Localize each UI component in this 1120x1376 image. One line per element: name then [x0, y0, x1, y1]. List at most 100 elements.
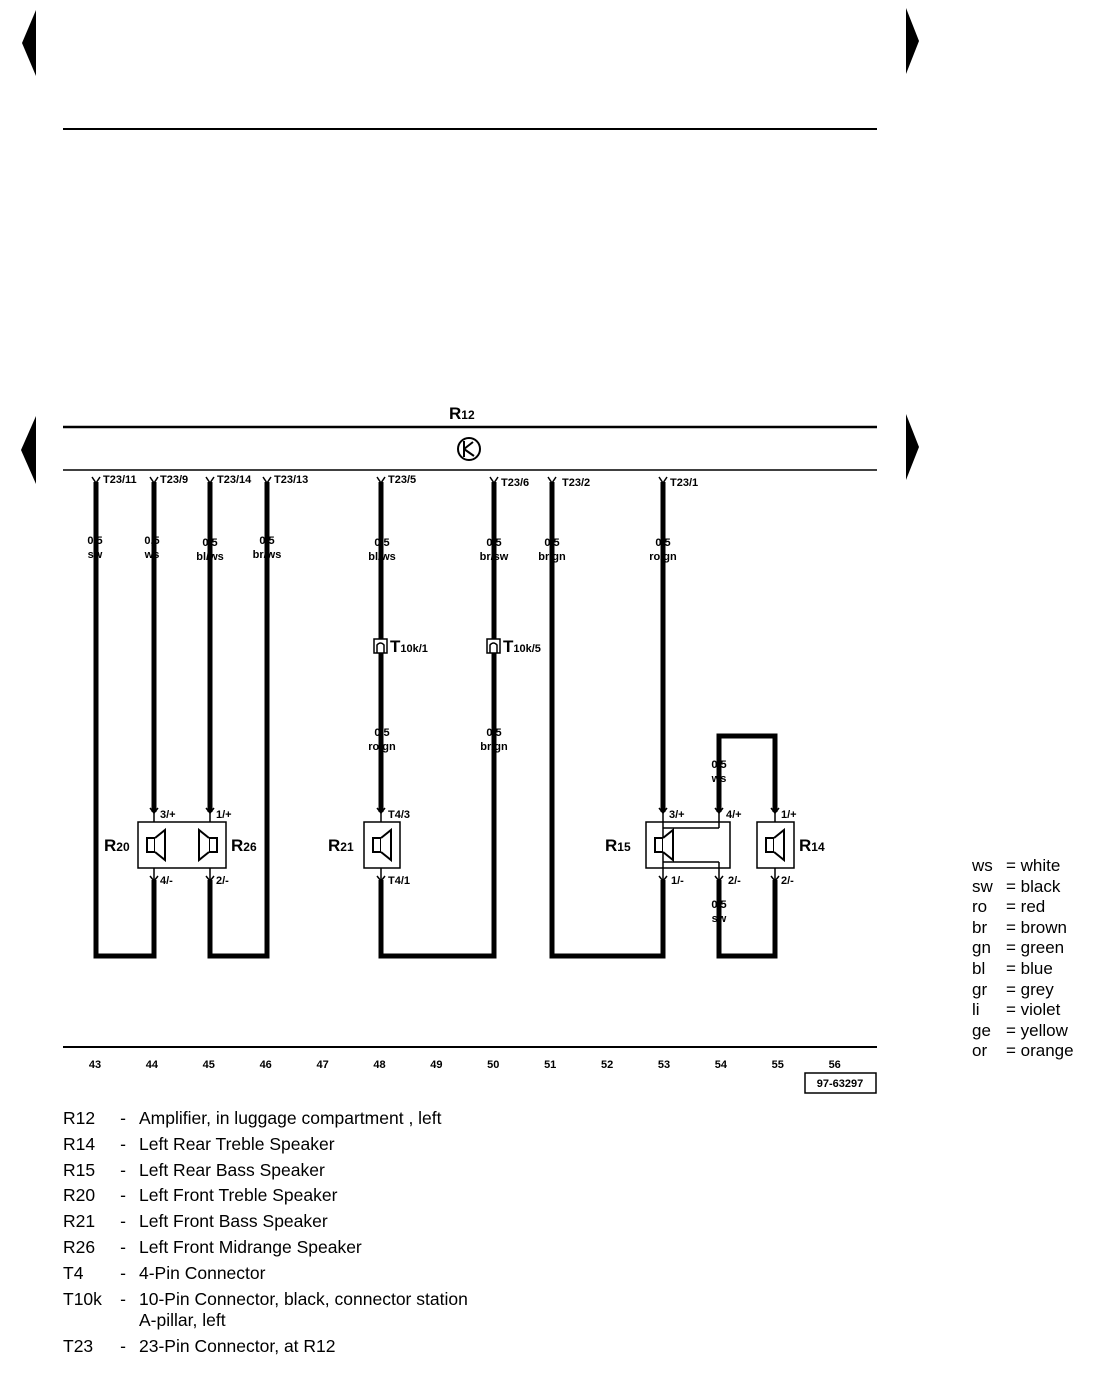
- component-code: R26: [63, 1236, 96, 1257]
- speaker-r21-label: R21: [328, 836, 354, 855]
- terminal-label: T23/9: [160, 474, 188, 486]
- amplifier-label: R12: [449, 404, 475, 423]
- speaker-r26-label: R26: [231, 836, 257, 855]
- color-code: br: [972, 917, 988, 937]
- component-description: 10-Pin Connector, black, connector stati…: [139, 1288, 468, 1309]
- svg-text:ro/gn: ro/gn: [649, 551, 677, 563]
- component-list-item: T4-4-Pin Connector: [63, 1261, 468, 1287]
- color-legend-row: ws= white: [972, 856, 1074, 877]
- svg-text:2/-: 2/-: [781, 875, 794, 887]
- column-number: 44: [146, 1059, 159, 1071]
- color-name: grey: [1020, 979, 1054, 999]
- color-code: gn: [972, 938, 991, 958]
- color-name: red: [1020, 897, 1046, 917]
- svg-text:2/-: 2/-: [728, 875, 741, 887]
- terminal-label: T23/2: [562, 477, 590, 489]
- component-code: R12: [63, 1108, 96, 1128]
- svg-text:bl/ws: bl/ws: [368, 551, 396, 563]
- color-legend-row: bl= blue: [972, 959, 1074, 980]
- speaker-r14-label: R14: [799, 836, 825, 855]
- color-legend-row: ge= yellow: [972, 1021, 1074, 1042]
- component-list-item: T23-23-Pin Connector, at R12: [63, 1334, 468, 1360]
- wire-brgn-51: [549, 482, 666, 959]
- connector-t10k-5: T10k/5: [486, 637, 541, 656]
- separator-dash: -: [120, 1211, 126, 1232]
- svg-text:br/ws: br/ws: [253, 549, 282, 561]
- color-legend-row: sw= black: [972, 877, 1074, 898]
- terminal-label: T23/14: [217, 474, 252, 486]
- color-name: green: [1020, 938, 1065, 958]
- equals-sign: =: [1006, 1000, 1021, 1020]
- speaker-icon: [372, 837, 382, 853]
- speaker-r20-label: R20: [104, 836, 130, 855]
- svg-text:1/+: 1/+: [781, 809, 797, 821]
- wire-brws-46: [207, 482, 270, 959]
- component-description: Left Front Midrange Speaker: [139, 1236, 362, 1257]
- terminal-label: T23/1: [670, 477, 698, 489]
- column-number: 46: [260, 1059, 272, 1071]
- svg-text:1/+: 1/+: [216, 809, 232, 821]
- svg-text:bl/ws: bl/ws: [196, 551, 224, 563]
- component-list-item: R26-Left Front Midrange Speaker: [63, 1235, 468, 1261]
- wires: [93, 482, 778, 959]
- connector-t10k-1: T10k/1: [373, 637, 428, 656]
- component-code: R15: [63, 1159, 96, 1180]
- speaker-icon: [208, 837, 218, 853]
- color-name: white: [1020, 856, 1061, 875]
- wire-brsw-50: [378, 482, 497, 959]
- svg-text:3/+: 3/+: [160, 809, 176, 821]
- svg-text:br/gn: br/gn: [538, 551, 566, 563]
- color-legend-row: gn= green: [972, 938, 1074, 959]
- component-description: Left Rear Bass Speaker: [139, 1159, 325, 1180]
- equals-sign: =: [1006, 979, 1021, 999]
- speaker-r21: T4/3 T4/1: [363, 807, 410, 887]
- color-code: bl: [972, 958, 986, 978]
- terminal-label: T23/5: [388, 474, 416, 486]
- color-name: black: [1020, 876, 1061, 896]
- page-prev-marker-bottom[interactable]: [21, 416, 36, 484]
- component-code: R21: [63, 1211, 96, 1232]
- color-legend-row: br= brown: [972, 918, 1074, 939]
- equals-sign: =: [1006, 897, 1021, 917]
- svg-text:0,5: 0,5: [711, 759, 726, 771]
- color-name: yellow: [1020, 1020, 1068, 1040]
- column-number: 49: [430, 1059, 442, 1071]
- svg-text:sw: sw: [712, 913, 727, 925]
- page-next-marker-top[interactable]: [906, 8, 919, 74]
- svg-text:br/sw: br/sw: [480, 551, 509, 563]
- color-code: ge: [972, 1020, 991, 1040]
- speaker-icon: [765, 837, 775, 853]
- column-number: 52: [601, 1059, 613, 1071]
- svg-text:0,5: 0,5: [259, 535, 274, 547]
- terminal-label: T23/6: [501, 477, 529, 489]
- svg-text:0,5: 0,5: [486, 727, 501, 739]
- svg-text:0,5: 0,5: [144, 535, 159, 547]
- column-number: 56: [829, 1059, 841, 1071]
- svg-text:T10k/5: T10k/5: [503, 637, 541, 656]
- component-description: 4-Pin Connector: [139, 1262, 266, 1283]
- terminal-arrows: [91, 476, 668, 485]
- lower-wire-labels: 0,5 ro/gn 0,5 br/gn 0,5 ws 0,5 sw: [368, 727, 727, 925]
- component-list: R12 - Amplifier, in luggage compartment , …: [63, 1106, 468, 1360]
- color-name: violet: [1020, 1000, 1061, 1020]
- color-code: sw: [972, 876, 993, 896]
- page-next-marker-bottom[interactable]: [906, 414, 919, 480]
- separator-dash: -: [120, 1336, 126, 1357]
- svg-text:T4/1: T4/1: [388, 875, 410, 887]
- column-number: 43: [89, 1059, 101, 1071]
- column-number: 50: [487, 1059, 499, 1071]
- page-prev-marker-top[interactable]: [22, 10, 36, 76]
- column-number: 55: [772, 1059, 784, 1071]
- color-legend-row: li= violet: [972, 1000, 1074, 1021]
- color-name: brown: [1020, 917, 1067, 937]
- component-list-item: R21-Left Front Bass Speaker: [63, 1209, 468, 1235]
- equals-sign: =: [1006, 856, 1021, 875]
- speaker-r14: 1/+ 2/-: [756, 807, 797, 887]
- wire-sw-43: [93, 482, 157, 959]
- component-description: Amplifier, in luggage compartment , left: [139, 1108, 442, 1128]
- column-number: 51: [544, 1059, 556, 1071]
- color-code: or: [972, 1041, 988, 1061]
